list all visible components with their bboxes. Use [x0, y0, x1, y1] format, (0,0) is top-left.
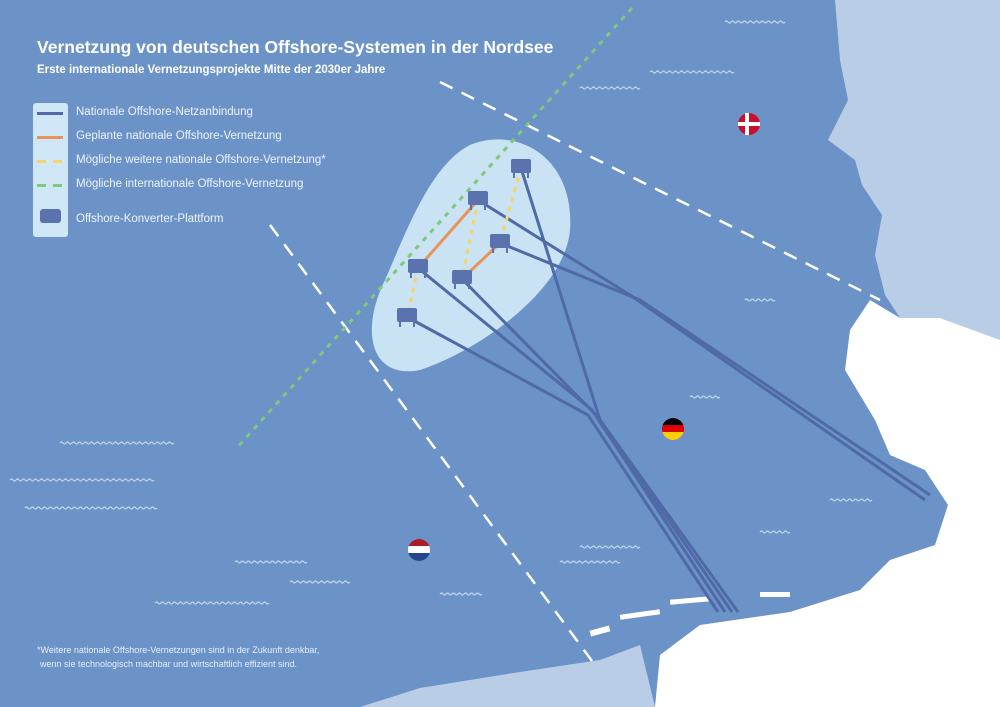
possible-link — [498, 167, 523, 244]
wave-decoration — [9, 478, 155, 482]
grid-connection-cable — [499, 241, 931, 497]
legend-label: Offshore-Konverter-Plattform — [76, 213, 224, 225]
footnote: *Weitere nationale Offshore-Vernetzungen… — [37, 645, 320, 669]
grid-connection-cable — [406, 315, 720, 613]
planned-link — [416, 199, 480, 269]
netherlands-flag — [408, 539, 430, 561]
wave-decoration — [289, 580, 351, 584]
converter-platform — [490, 234, 510, 253]
wave-decoration — [59, 441, 175, 445]
wave-decoration — [829, 498, 873, 502]
denmark-land — [828, 0, 1000, 340]
map-title: Vernetzung von deutschen Offshore-System… — [37, 37, 554, 57]
legend-label: Mögliche weitere nationale Offshore-Vern… — [76, 154, 326, 166]
wave-decoration — [744, 298, 776, 302]
converter-platform — [408, 259, 428, 278]
wave-decoration — [689, 395, 721, 399]
legend-swatch-possible-national — [37, 160, 63, 163]
legend-swatch-national — [37, 112, 63, 115]
eez-border-dk — [439, 80, 881, 302]
netherlands-land — [360, 645, 655, 707]
legend-label: Mögliche internationale Offshore-Vernetz… — [76, 178, 304, 190]
eez-border-nl — [268, 224, 597, 666]
wind-zone — [371, 139, 571, 372]
international-link — [233, 6, 634, 452]
wave-decoration — [24, 506, 158, 510]
wave-decoration — [579, 545, 641, 549]
platform-icon — [40, 209, 61, 223]
islands — [589, 592, 790, 637]
wave-decoration — [724, 20, 786, 24]
converter-platform — [452, 270, 472, 289]
wave-decoration — [154, 601, 270, 605]
wave-decoration — [579, 86, 641, 90]
converter-platform — [468, 191, 488, 210]
germany-flag — [662, 418, 684, 440]
wave-decoration — [559, 560, 621, 564]
legend-swatch-possible-international — [37, 184, 63, 187]
converter-platform — [397, 308, 417, 327]
wave-decoration — [759, 530, 791, 534]
wave-decoration — [439, 592, 483, 596]
denmark-flag — [738, 113, 760, 135]
legend-swatch-planned — [37, 136, 63, 139]
legend-label: Nationale Offshore-Netzanbindung — [76, 106, 253, 118]
germany-land — [655, 300, 1000, 707]
converter-platform — [511, 159, 531, 178]
possible-link — [460, 199, 480, 280]
grid-connection-cable — [460, 277, 734, 613]
map-subtitle: Erste internationale Vernetzungsprojekte… — [37, 64, 386, 76]
wave-decoration — [649, 70, 735, 74]
wave-decoration — [234, 560, 308, 564]
legend-label: Geplante nationale Offshore-Vernetzung — [76, 130, 282, 142]
